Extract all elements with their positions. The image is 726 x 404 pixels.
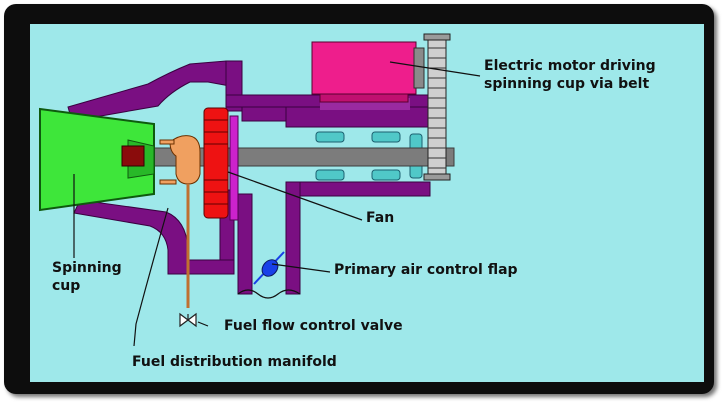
cup-hub-nut [121,145,145,167]
electric-motor [311,41,425,103]
fuel-manifold [159,135,201,185]
label-manifold: Fuel distribution manifold [132,354,337,370]
label-air-flap: Primary air control flap [334,262,518,278]
label-motor-line1: Electric motor driving [484,58,656,74]
diagram-canvas: Electric motor driving spinning cup via … [30,24,704,382]
spinning-cup [39,107,155,212]
air-control-flap-icon [253,251,285,285]
label-cup-line1: Spinning [52,260,122,276]
label-valve: Fuel flow control valve [224,318,403,334]
shaft-bearings [315,131,423,181]
label-fan: Fan [366,210,395,226]
rotary-cup-burner-diagram [39,33,481,347]
fan-rotor [203,107,239,221]
label-motor-line2: spinning cup via belt [484,76,650,92]
air-inlet-edge [237,289,301,299]
leader-lines [73,61,481,347]
diagram-frame: Electric motor driving spinning cup via … [4,4,714,394]
label-cup-line2: cup [52,278,81,294]
fuel-control-valve-icon [179,312,197,328]
drive-belt [423,33,451,181]
